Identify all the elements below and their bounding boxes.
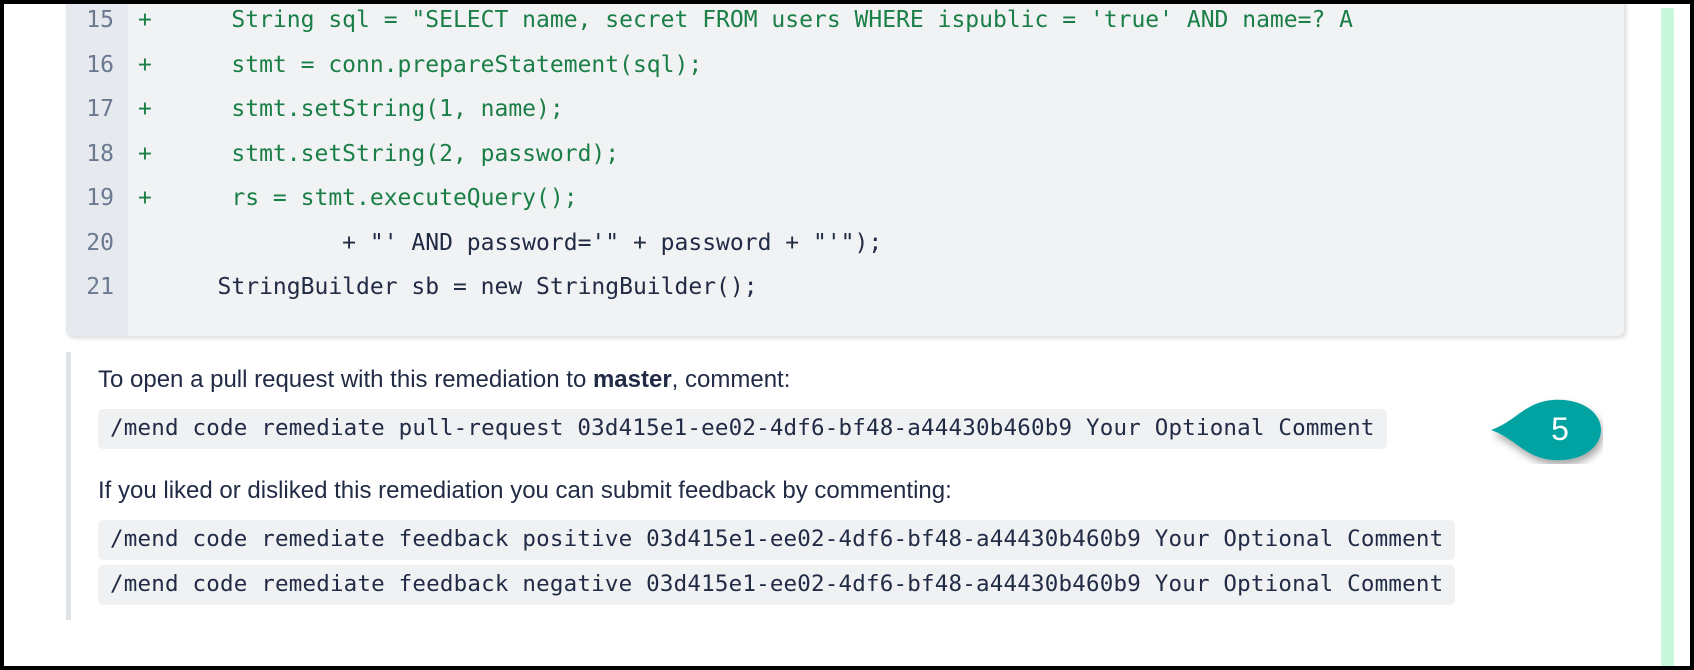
diff-add-marker: + bbox=[138, 185, 152, 211]
diff-row[interactable]: 21 StringBuilder sb = new StringBuilder(… bbox=[66, 265, 1624, 310]
step-number-label: 5 bbox=[1551, 410, 1569, 447]
diff-row[interactable]: 17 + stmt.setString(1, name); bbox=[66, 87, 1624, 132]
diff-row[interactable]: 19 + rs = stmt.executeQuery(); bbox=[66, 176, 1624, 221]
diff-add-marker: + bbox=[138, 140, 152, 167]
step-callout-badge-5: 5 bbox=[1491, 394, 1603, 464]
pull-request-instruction: To open a pull request with this remedia… bbox=[98, 366, 790, 394]
diff-gutter bbox=[66, 4, 128, 336]
diff-line-number: 17 bbox=[86, 96, 114, 122]
feedback-positive-command-code[interactable]: /mend code remediate feedback positive 0… bbox=[98, 520, 1456, 560]
page-scrollbar-track[interactable] bbox=[1652, 8, 1686, 666]
branch-name: master bbox=[592, 366, 672, 393]
pull-request-instruction-prefix: To open a pull request with this remedia… bbox=[98, 366, 593, 393]
feedback-negative-command-code[interactable]: /mend code remediate feedback negative 0… bbox=[98, 565, 1456, 605]
diff-code-block: 15 + String sql = "SELECT name, secret F… bbox=[66, 4, 1624, 336]
diff-line-number: 18 bbox=[86, 140, 114, 167]
remediation-left-rule bbox=[66, 352, 71, 620]
diff-code-text: String sql = "SELECT name, secret FROM u… bbox=[176, 7, 1354, 33]
diff-code-text: rs = stmt.executeQuery(); bbox=[176, 185, 578, 211]
diff-add-marker: + bbox=[138, 51, 152, 78]
page-scrollbar-thumb[interactable] bbox=[1661, 8, 1674, 666]
diff-code-text: stmt = conn.prepareStatement(sql); bbox=[176, 51, 703, 78]
diff-code-text: stmt.setString(1, name); bbox=[176, 96, 564, 122]
diff-line-number: 21 bbox=[86, 274, 114, 300]
pull-request-command-code[interactable]: /mend code remediate pull-request 03d415… bbox=[98, 409, 1387, 449]
diff-line-number: 16 bbox=[86, 51, 114, 78]
pull-request-instruction-suffix: , comment: bbox=[671, 366, 791, 393]
diff-add-marker: + bbox=[138, 96, 152, 122]
diff-row[interactable]: 18 + stmt.setString(2, password); bbox=[66, 132, 1624, 177]
feedback-instruction: If you liked or disliked this remediatio… bbox=[98, 477, 952, 504]
diff-line-number: 20 bbox=[86, 229, 114, 256]
diff-code-text: StringBuilder sb = new StringBuilder(); bbox=[176, 274, 758, 300]
diff-code-text: + "' AND password='" + password + "'"); bbox=[176, 229, 883, 256]
diff-row[interactable]: 15 + String sql = "SELECT name, secret F… bbox=[66, 4, 1624, 43]
diff-add-marker: + bbox=[138, 7, 152, 33]
diff-line-number: 15 bbox=[86, 7, 114, 33]
diff-row[interactable]: 16 + stmt = conn.prepareStatement(sql); bbox=[66, 43, 1624, 88]
diff-row[interactable]: 20 + "' AND password='" + password + "'"… bbox=[66, 221, 1624, 266]
diff-code-text: stmt.setString(2, password); bbox=[176, 140, 620, 167]
teardrop-pin-icon bbox=[1491, 399, 1601, 461]
diff-line-number: 19 bbox=[86, 185, 114, 211]
remediation-panel: To open a pull request with this remedia… bbox=[66, 352, 1626, 652]
